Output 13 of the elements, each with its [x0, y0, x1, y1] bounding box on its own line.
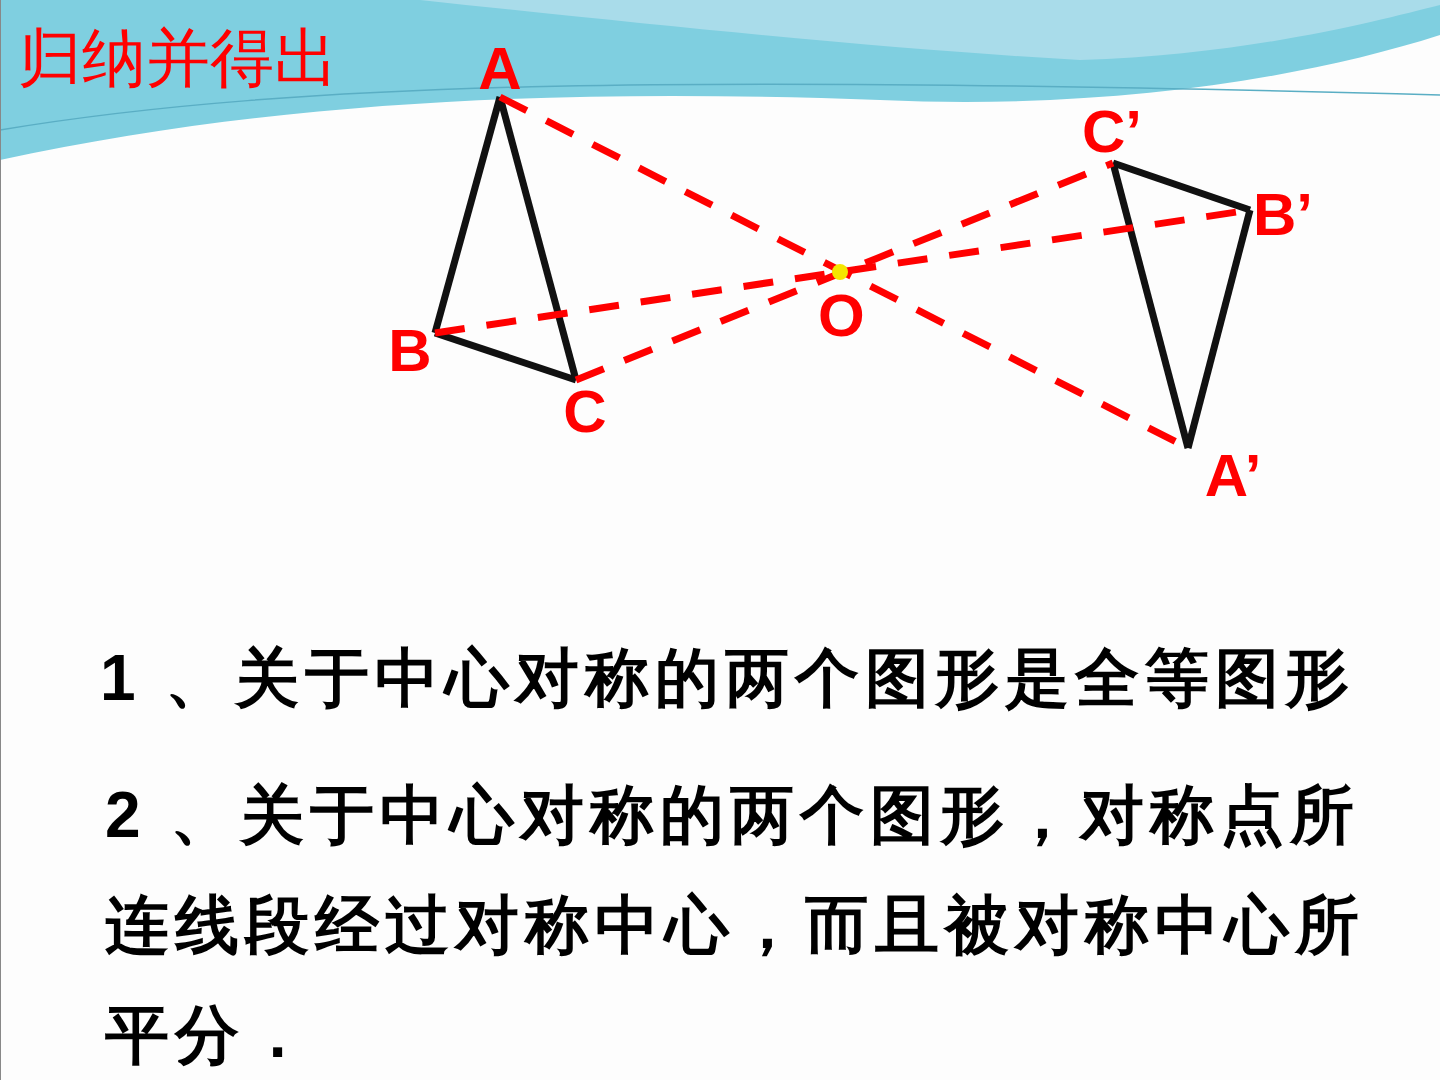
- point-label: C’: [1076, 100, 1148, 163]
- dashed-line: [574, 159, 1115, 384]
- point-label: B’: [1250, 182, 1316, 248]
- triangle-side: [1109, 162, 1192, 449]
- point-label: B: [385, 318, 435, 384]
- statement-text: 1 、关于中心对称的两个图形是全等图形: [100, 641, 1357, 716]
- point-label: C: [556, 380, 614, 444]
- title: 归纳并得出: [18, 21, 338, 96]
- point-label: A: [468, 40, 532, 97]
- point-label: O: [818, 285, 865, 347]
- point-label: A’: [1188, 448, 1278, 504]
- statement-text: 2 、关于中心对称的两个图形，对称点所连线段经过对称中心，而且被对称中心所平分 .: [105, 778, 1366, 1073]
- triangle-side: [1111, 159, 1252, 214]
